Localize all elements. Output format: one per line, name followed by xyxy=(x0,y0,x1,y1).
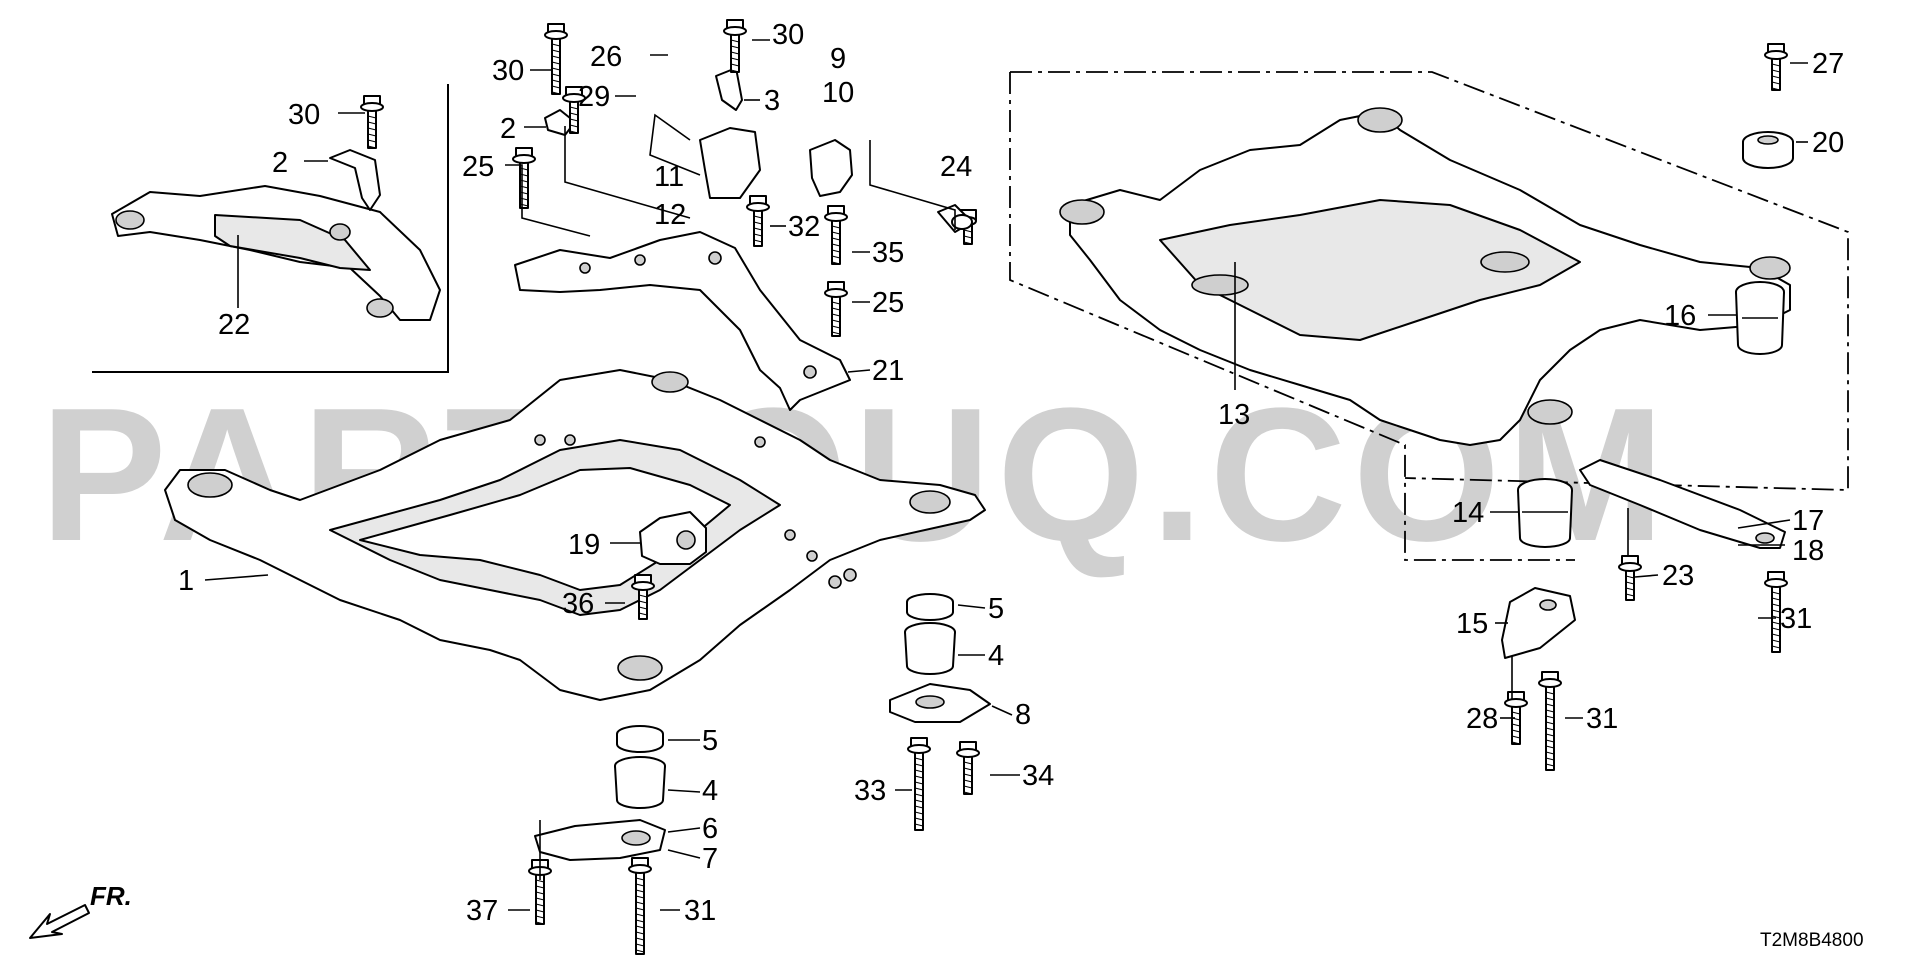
callout-4[interactable]: 4 xyxy=(988,640,1004,672)
callout-12[interactable]: 12 xyxy=(654,199,686,231)
bolt[interactable] xyxy=(956,741,980,795)
callout-6[interactable]: 6 xyxy=(702,813,718,845)
callout-19[interactable]: 19 xyxy=(568,529,600,561)
callout-37[interactable]: 37 xyxy=(466,895,498,927)
callout-28[interactable]: 28 xyxy=(1466,703,1498,735)
bolt[interactable] xyxy=(824,281,848,337)
bolt[interactable] xyxy=(1618,555,1642,601)
callout-31[interactable]: 31 xyxy=(1780,603,1812,635)
callout-16[interactable]: 16 xyxy=(1664,300,1696,332)
bolt[interactable] xyxy=(824,205,848,265)
callout-35[interactable]: 35 xyxy=(872,237,904,269)
callout-1[interactable]: 1 xyxy=(178,565,194,597)
callout-8[interactable]: 8 xyxy=(1015,699,1031,731)
part-5-cushion-right[interactable] xyxy=(906,593,954,621)
callout-25[interactable]: 25 xyxy=(462,151,494,183)
bolt[interactable] xyxy=(746,195,770,247)
bolt[interactable] xyxy=(1504,691,1528,745)
callout-4[interactable]: 4 xyxy=(702,775,718,807)
callout-29[interactable]: 29 xyxy=(578,81,610,113)
callout-15[interactable]: 15 xyxy=(1456,608,1488,640)
arrow-down-left-icon xyxy=(29,904,90,939)
rear-subframe-dashed-frame xyxy=(1010,71,1849,491)
callout-2[interactable]: 2 xyxy=(500,113,516,145)
bolt[interactable] xyxy=(723,19,747,73)
callout-9[interactable]: 9 xyxy=(830,43,846,75)
rear-subframe-dashed-frame-left xyxy=(1009,72,1575,561)
callout-25[interactable]: 25 xyxy=(872,287,904,319)
callout-14[interactable]: 14 xyxy=(1452,497,1484,529)
callout-31[interactable]: 31 xyxy=(1586,703,1618,735)
direction-label: FR. xyxy=(90,881,132,911)
part-22-front-crossmember[interactable] xyxy=(111,185,441,321)
callout-33[interactable]: 33 xyxy=(854,775,886,807)
callout-30[interactable]: 30 xyxy=(772,19,804,51)
part-6-7-stopper-plate[interactable] xyxy=(534,819,666,861)
callout-labels: 30 2 22 30 2 25 26 29 30 3 9 10 11 12 24… xyxy=(178,19,1844,927)
part-8-stopper-plate[interactable] xyxy=(889,683,991,723)
part-16-bushing[interactable] xyxy=(1735,281,1785,355)
callout-23[interactable]: 23 xyxy=(1662,560,1694,592)
part-20-mount-cushion[interactable] xyxy=(1742,131,1794,169)
leader-lines xyxy=(204,39,1808,911)
part-5-cushion-left[interactable] xyxy=(616,725,664,753)
part-4-bushing-right[interactable] xyxy=(904,622,956,675)
part-15-bracket[interactable] xyxy=(1501,587,1576,659)
part-14-bushing[interactable] xyxy=(1517,478,1573,548)
part-17-18-plate[interactable] xyxy=(1579,459,1786,549)
callout-3[interactable]: 3 xyxy=(764,85,780,117)
callout-34[interactable]: 34 xyxy=(1022,760,1054,792)
callout-2[interactable]: 2 xyxy=(272,147,288,179)
callout-13[interactable]: 13 xyxy=(1218,399,1250,431)
diagram-code: T2M8B4800 xyxy=(1760,930,1864,951)
part-1-front-subframe[interactable] xyxy=(164,369,986,701)
callout-30[interactable]: 30 xyxy=(492,55,524,87)
bolt[interactable] xyxy=(1764,43,1788,91)
callout-10[interactable]: 10 xyxy=(822,77,854,109)
bolt[interactable] xyxy=(1538,671,1562,771)
callout-26[interactable]: 26 xyxy=(590,41,622,73)
part-21-front-beam[interactable] xyxy=(514,231,851,411)
bolt[interactable] xyxy=(907,737,931,831)
callout-31[interactable]: 31 xyxy=(684,895,716,927)
callout-24[interactable]: 24 xyxy=(940,151,972,183)
callout-17[interactable]: 17 xyxy=(1792,505,1824,537)
callout-11[interactable]: 11 xyxy=(654,161,684,193)
callout-36[interactable]: 36 xyxy=(562,588,594,620)
callout-32[interactable]: 32 xyxy=(788,211,820,243)
callout-5[interactable]: 5 xyxy=(988,593,1004,625)
bolt[interactable] xyxy=(562,86,586,134)
bolt[interactable] xyxy=(1764,571,1788,653)
callout-20[interactable]: 20 xyxy=(1812,127,1844,159)
callout-30[interactable]: 30 xyxy=(288,99,320,131)
inset-frame xyxy=(92,84,449,373)
callout-5[interactable]: 5 xyxy=(702,725,718,757)
callout-18[interactable]: 18 xyxy=(1792,535,1824,567)
bolt[interactable] xyxy=(631,574,655,620)
bolt[interactable] xyxy=(544,23,568,95)
part-4-bushing-left[interactable] xyxy=(614,756,666,809)
bolt[interactable] xyxy=(360,95,384,149)
part-2-brackets-3-11-12[interactable] xyxy=(329,67,853,211)
part-13-rear-subframe[interactable] xyxy=(1059,107,1791,446)
part-19-mount[interactable] xyxy=(639,511,707,565)
callout-27[interactable]: 27 xyxy=(1812,48,1844,80)
callout-7[interactable]: 7 xyxy=(702,843,718,875)
callout-22[interactable]: 22 xyxy=(218,309,250,341)
front-direction-indicator: FR. xyxy=(29,881,132,939)
bolt[interactable] xyxy=(512,147,536,209)
callout-21[interactable]: 21 xyxy=(872,355,904,387)
bolt[interactable] xyxy=(628,857,652,955)
